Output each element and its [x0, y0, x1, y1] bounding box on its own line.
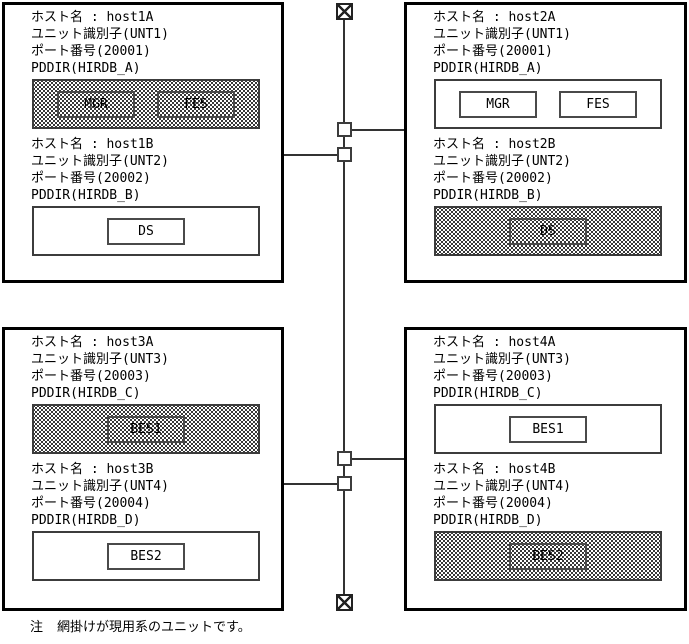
host-name-label: ホスト名 : host4B — [433, 462, 556, 477]
network-connector-square — [337, 147, 352, 162]
port-label: ポート番号(20002) — [31, 171, 151, 186]
network-terminator-bottom-icon — [336, 594, 353, 611]
footnote: 注 網掛けが現用系のユニットです。 — [30, 619, 251, 636]
host-section-host2a: ホスト名 : host2A ユニット識別子(UNT1) ポート番号(20001)… — [433, 9, 684, 129]
server-box-1: ホスト名 : host1A ユニット識別子(UNT1) ポート番号(20001)… — [2, 2, 284, 283]
network-trunk-line — [343, 19, 345, 597]
footnote-marker: 注 — [30, 620, 44, 635]
port-label: ポート番号(20004) — [433, 496, 553, 511]
server-box-2: ホスト名 : host2A ユニット識別子(UNT1) ポート番号(20001)… — [404, 2, 687, 283]
host-name-label: ホスト名 : host2A — [433, 10, 556, 25]
port-label: ポート番号(20001) — [31, 44, 151, 59]
port-label: ポート番号(20004) — [31, 496, 151, 511]
network-connector-square — [337, 451, 352, 466]
unit-frame-active: DS — [434, 206, 662, 256]
footnote-text: 網掛けが現用系のユニットです。 — [57, 620, 251, 635]
pddir-label: PDDIR(HIRDB_B) — [433, 188, 543, 203]
connector-stub-line — [351, 458, 404, 460]
host-name-label: ホスト名 : host1B — [31, 137, 154, 152]
port-label: ポート番号(20003) — [31, 369, 151, 384]
unit-chip-bes2: BES2 — [107, 542, 185, 570]
unit-chip-bes1: BES1 — [107, 415, 185, 443]
pddir-label: PDDIR(HIRDB_D) — [31, 513, 141, 528]
connector-stub-line — [284, 483, 337, 485]
port-label: ポート番号(20002) — [433, 171, 553, 186]
unit-frame-active: BES2 — [434, 531, 662, 581]
host-name-label: ホスト名 : host3B — [31, 462, 154, 477]
host-name-label: ホスト名 : host3A — [31, 335, 154, 350]
pddir-label: PDDIR(HIRDB_D) — [433, 513, 543, 528]
unit-frame-standby: MGR FES — [434, 79, 662, 129]
host-name-label: ホスト名 : host4A — [433, 335, 556, 350]
host-section-host3a: ホスト名 : host3A ユニット識別子(UNT3) ポート番号(20003)… — [31, 334, 281, 454]
host-section-host4b: ホスト名 : host4B ユニット識別子(UNT4) ポート番号(20004)… — [433, 461, 684, 581]
unit-id-label: ユニット識別子(UNT2) — [31, 154, 169, 169]
pddir-label: PDDIR(HIRDB_A) — [433, 61, 543, 76]
pddir-label: PDDIR(HIRDB_B) — [31, 188, 141, 203]
connector-stub-line — [284, 154, 337, 156]
pddir-label: PDDIR(HIRDB_C) — [31, 386, 141, 401]
unit-id-label: ユニット識別子(UNT1) — [433, 27, 571, 42]
unit-id-label: ユニット識別子(UNT3) — [31, 352, 169, 367]
host-section-host1a: ホスト名 : host1A ユニット識別子(UNT1) ポート番号(20001)… — [31, 9, 281, 129]
connector-stub-line — [351, 129, 404, 131]
host-section-host1b: ホスト名 : host1B ユニット識別子(UNT2) ポート番号(20002)… — [31, 136, 281, 256]
unit-id-label: ユニット識別子(UNT2) — [433, 154, 571, 169]
unit-frame-standby: BES2 — [32, 531, 260, 581]
unit-chip-fes: FES — [559, 90, 637, 118]
server-box-3: ホスト名 : host3A ユニット識別子(UNT3) ポート番号(20003)… — [2, 327, 284, 611]
pddir-label: PDDIR(HIRDB_A) — [31, 61, 141, 76]
unit-chip-ds: DS — [107, 217, 185, 245]
host-section-host2b: ホスト名 : host2B ユニット識別子(UNT2) ポート番号(20002)… — [433, 136, 684, 256]
unit-id-label: ユニット識別子(UNT4) — [31, 479, 169, 494]
unit-chip-mgr: MGR — [459, 90, 537, 118]
unit-chip-fes: FES — [157, 90, 235, 118]
host-section-host4a: ホスト名 : host4A ユニット識別子(UNT3) ポート番号(20003)… — [433, 334, 684, 454]
pddir-label: PDDIR(HIRDB_C) — [433, 386, 543, 401]
network-connector-square — [337, 476, 352, 491]
host-name-label: ホスト名 : host2B — [433, 137, 556, 152]
unit-id-label: ユニット識別子(UNT4) — [433, 479, 571, 494]
unit-chip-bes2: BES2 — [509, 542, 587, 570]
host-section-host3b: ホスト名 : host3B ユニット識別子(UNT4) ポート番号(20004)… — [31, 461, 281, 581]
port-label: ポート番号(20003) — [433, 369, 553, 384]
network-connector-square — [337, 122, 352, 137]
server-box-4: ホスト名 : host4A ユニット識別子(UNT3) ポート番号(20003)… — [404, 327, 687, 611]
unit-chip-ds: DS — [509, 217, 587, 245]
network-terminator-top-icon — [336, 3, 353, 20]
port-label: ポート番号(20001) — [433, 44, 553, 59]
unit-frame-active: MGR FES — [32, 79, 260, 129]
unit-id-label: ユニット識別子(UNT3) — [433, 352, 571, 367]
unit-frame-standby: BES1 — [434, 404, 662, 454]
unit-frame-active: BES1 — [32, 404, 260, 454]
unit-chip-bes1: BES1 — [509, 415, 587, 443]
unit-id-label: ユニット識別子(UNT1) — [31, 27, 169, 42]
unit-chip-mgr: MGR — [57, 90, 135, 118]
host-name-label: ホスト名 : host1A — [31, 10, 154, 25]
unit-frame-standby: DS — [32, 206, 260, 256]
